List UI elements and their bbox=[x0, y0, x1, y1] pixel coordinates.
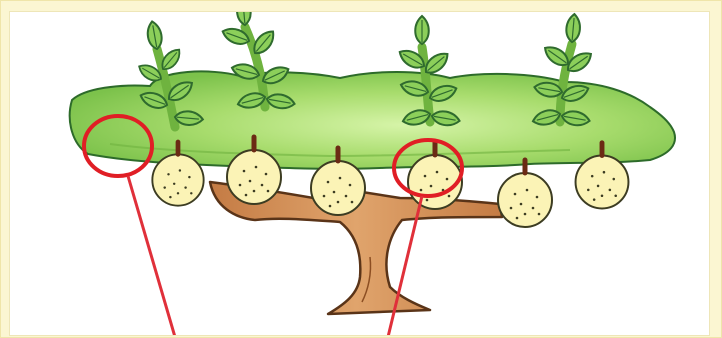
pear-tree-illustration bbox=[10, 12, 710, 336]
figure-panel bbox=[9, 11, 710, 336]
pear-5 bbox=[498, 160, 552, 227]
